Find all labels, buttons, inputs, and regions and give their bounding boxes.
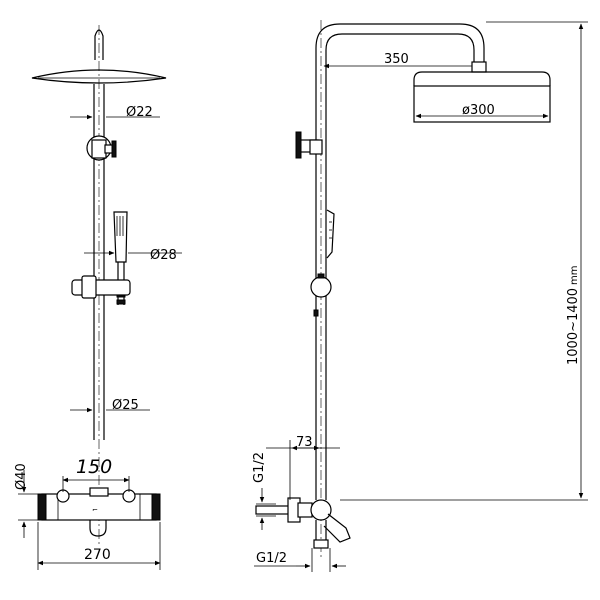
front-dim-body-diameter: Ø40 <box>14 463 29 490</box>
front-shower-head <box>31 69 167 84</box>
side-dim-head-diameter: ø300 <box>462 103 495 118</box>
front-dim-arm-diameter: Ø22 <box>126 105 153 120</box>
side-riser-outer <box>315 23 485 500</box>
side-dim-inlet-thread-upper: G1/2 <box>252 452 267 483</box>
front-dim-riser-diameter: Ø25 <box>112 398 139 413</box>
front-view: Ø22 Ø28 Ø25 ⌐ <box>14 25 182 570</box>
front-dim-hand-shower-diameter: Ø28 <box>150 248 177 263</box>
side-dim-height-unit: mm <box>569 266 580 285</box>
side-view: 350 ø300 1000~1400 mm <box>252 20 588 572</box>
side-dim-wall-offset: 73 <box>296 435 313 450</box>
side-dim-arm-reach: 350 <box>384 52 409 67</box>
front-spout <box>89 520 107 537</box>
side-shower-head-top <box>413 71 551 86</box>
front-mixer-right-handle <box>151 493 161 521</box>
side-spout <box>323 513 351 543</box>
side-wall-inlet <box>255 505 291 515</box>
side-hand-shower <box>326 209 335 259</box>
side-head-connector <box>471 61 487 73</box>
front-dim-inner-width: 150 <box>76 456 112 478</box>
side-dim-height-range: 1000~1400 <box>566 288 581 365</box>
side-dim-inlet-thread-lower: G1/2 <box>256 551 287 566</box>
front-head-stem <box>94 29 104 60</box>
front-mixer-brand-mark: ⌐ <box>92 506 98 514</box>
front-mixer-left-handle <box>37 493 47 521</box>
front-slider-holder <box>71 279 131 296</box>
side-riser-inner <box>325 33 475 500</box>
front-dim-total-width: 270 <box>84 547 111 563</box>
side-mixer-body <box>310 499 332 521</box>
front-hand-shower <box>113 211 128 263</box>
side-slider-holder <box>310 276 332 298</box>
